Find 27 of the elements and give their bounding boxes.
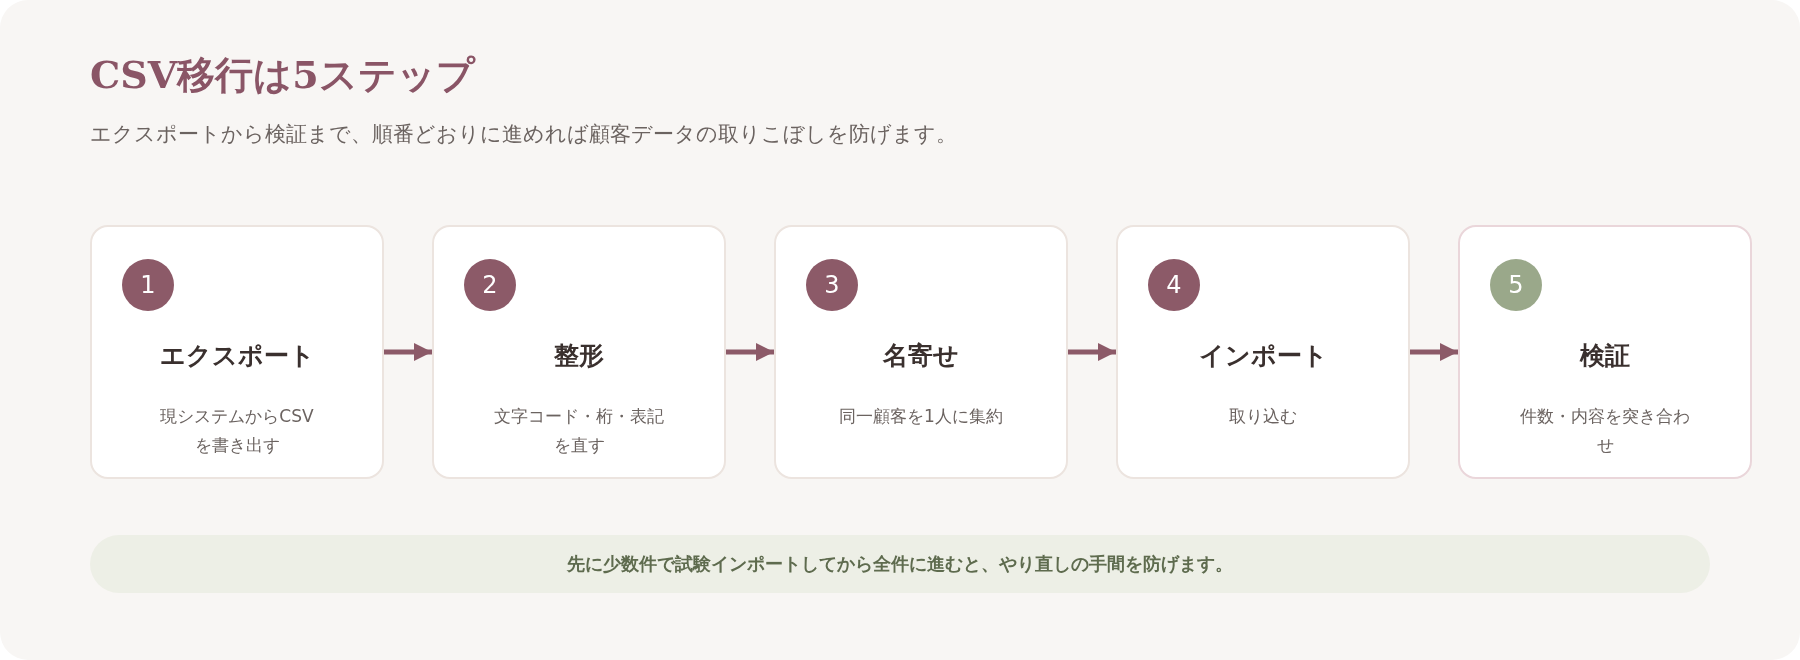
step-number: 4 [1148, 259, 1200, 311]
step-description: 件数・内容を突き合わせ [1520, 405, 1690, 457]
step-number: 3 [806, 259, 858, 311]
step-description: 文字コード・桁・表記を直す [494, 405, 664, 457]
arrow [384, 343, 432, 361]
step-card [90, 225, 384, 479]
note-text: 先に少数件で試験インポートしてから全件に進むと、やり直しの手間を防げます。 [566, 552, 1234, 576]
step-card [1458, 225, 1752, 479]
step-description: 現システムからCSVを書き出す [159, 405, 315, 457]
step-title: インポート [1197, 340, 1329, 372]
step-description: 同一顧客を1人に集約 [838, 405, 1004, 428]
step-card [432, 225, 726, 479]
arrow [1068, 343, 1116, 361]
step-title: 整形 [553, 340, 605, 372]
step-title: 検証 [1578, 340, 1631, 372]
step-card [774, 225, 1068, 479]
subtitle: エクスポートから検証まで、順番どおりに進めれば顧客データの取りこぼしを防げます。 [90, 121, 957, 148]
step-number: 1 [122, 259, 174, 311]
title: CSV移行は5ステップ [90, 51, 475, 99]
arrow [1410, 343, 1458, 361]
step-number: 2 [464, 259, 516, 311]
step-number: 5 [1490, 259, 1542, 311]
step-title: 名寄せ [882, 340, 960, 372]
step-card [1116, 225, 1410, 479]
step-description: 取り込む [1228, 405, 1298, 428]
arrow [726, 343, 774, 361]
step-title: エクスポート [158, 340, 316, 372]
